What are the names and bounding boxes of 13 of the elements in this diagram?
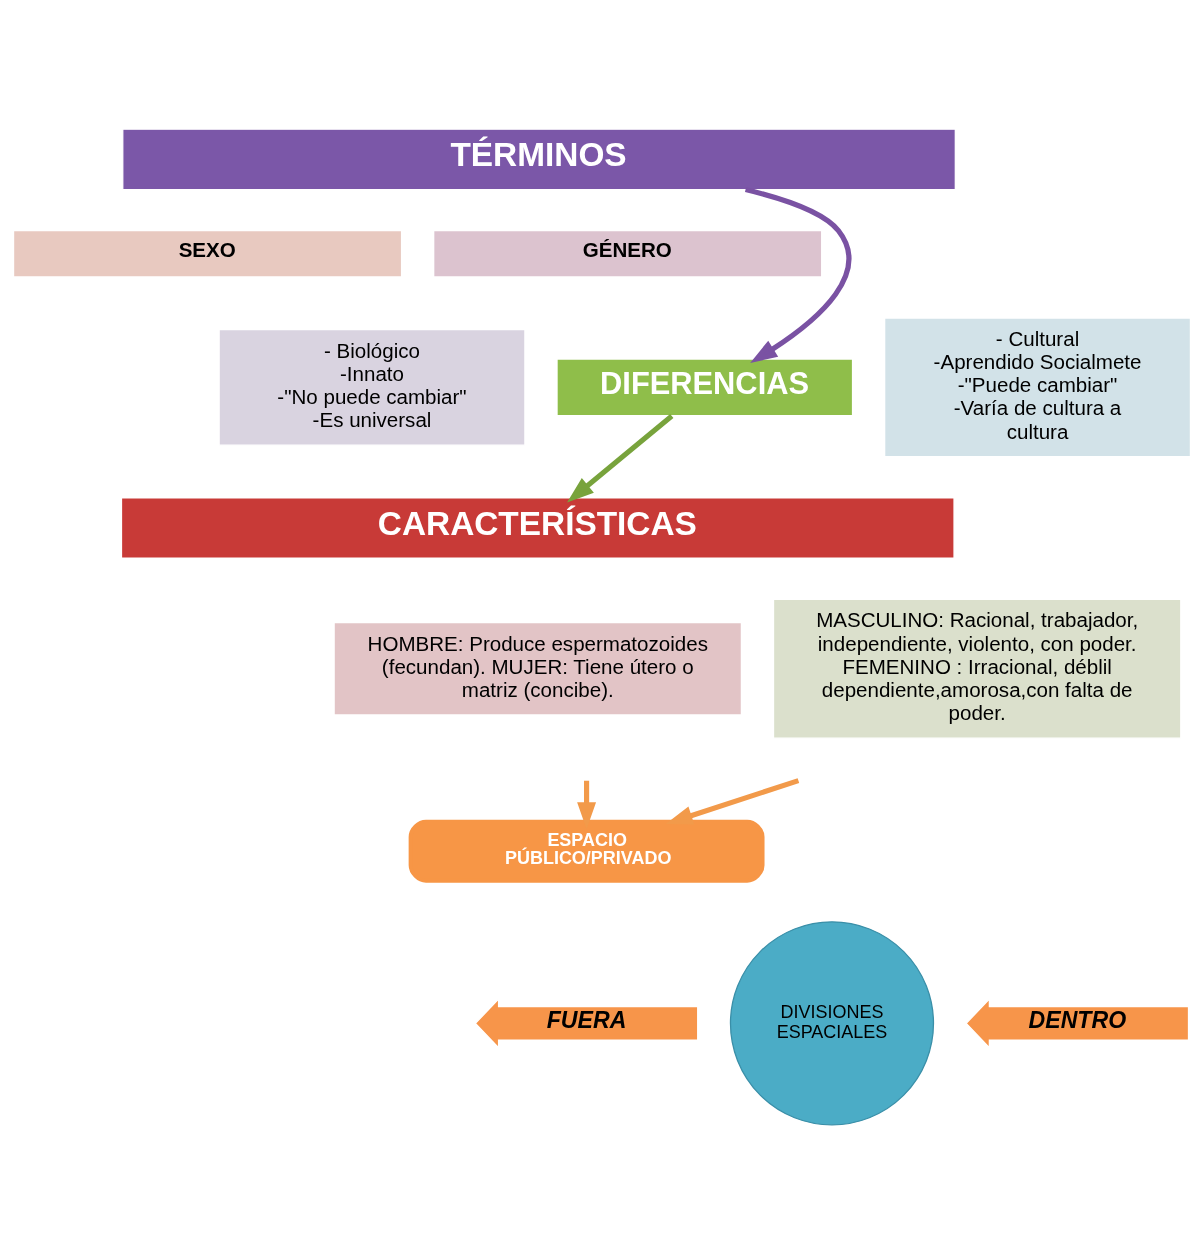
node-box: TÉRMINOS [122,128,956,191]
node-box: - Biológico -Innato -"No puede cambiar" -Es universal [218,328,526,446]
node-box: HOMBRE: Produce espermatozoides (fecundan). MUJER: Tiene útero o matriz (concibe). [333,621,743,716]
node-box: MASCULINO: Racional, trabajador, independiente, violento, con poder. FEMENINO : Irracional, déblil dependiente,amorosa,con falta de poder. [772,598,1182,739]
node-box: GÉNERO [433,230,823,278]
node-box: SEXO [12,230,403,278]
node-box: - Cultural -Aprendido Socialmete -"Puede cambiar" -Varía de cultura a cultura [884,317,1192,458]
arrow [567,413,674,503]
node-circle: DIVISIONES ESPACIALES [729,921,935,1126]
node-box: CARACTERÍSTICAS [120,497,955,559]
arrow [744,187,852,363]
node-box: ESPACIO PÚBLICO/PRIVADO [408,819,765,883]
node-box: DIFERENCIAS [556,358,854,417]
